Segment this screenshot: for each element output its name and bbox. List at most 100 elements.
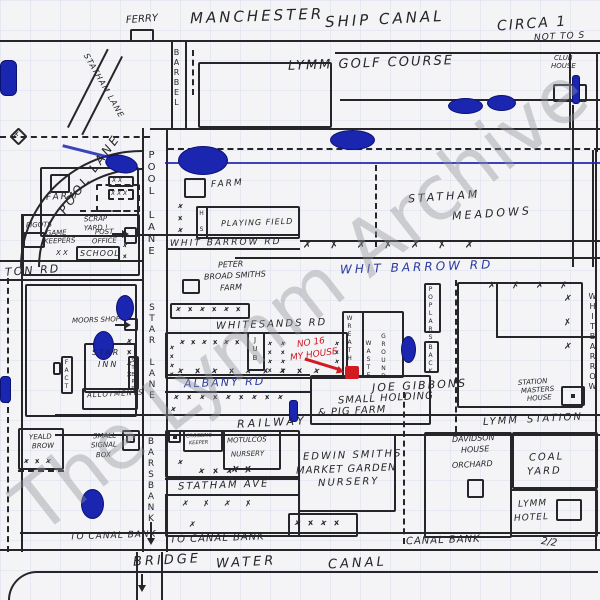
map-label-statham: STATHAM — [407, 187, 481, 206]
stream-line — [165, 162, 600, 164]
building-box — [108, 189, 134, 200]
map-label-school: SCHOOL — [80, 249, 120, 258]
map-label-post: POST — [94, 227, 114, 237]
building-box — [170, 303, 250, 319]
house-x-mark: ✗ — [464, 239, 475, 252]
arrow-line — [112, 233, 123, 235]
map-label-x: x — [14, 129, 19, 138]
arrow-line — [141, 574, 143, 587]
house-x-mark: ✗ — [383, 239, 394, 252]
building-box — [82, 388, 138, 410]
house-x-mark: ✗ — [511, 280, 521, 292]
house-x-mark: x — [177, 213, 184, 223]
map-label-manchester: MANCHESTER — [189, 4, 325, 28]
house-x-mark: x — [122, 241, 128, 250]
house-x-mark: x — [177, 457, 184, 467]
map-label-ground: GROUND — [380, 333, 387, 381]
house-x-mark: x — [307, 517, 314, 528]
map-label-statham-ave: STATHAM AVE — [177, 478, 270, 493]
house-x-mark: x — [280, 366, 286, 375]
map-label-whitbarrow: WHITBARROW — [588, 292, 597, 392]
house-x-mark: x — [34, 456, 41, 466]
map-label-house: HOUSE — [551, 62, 576, 70]
road-line — [55, 414, 600, 416]
map-label-wreath: WREATH — [346, 315, 353, 363]
building-box — [61, 356, 73, 394]
road-line — [596, 52, 598, 152]
house-x-mark: x — [267, 339, 273, 348]
pond — [0, 376, 11, 403]
house-x-mark: x — [280, 357, 286, 366]
building-box — [25, 284, 137, 417]
map-label-circa-1: CIRCA 1 — [496, 13, 568, 35]
map-label-farm: FARM — [219, 282, 243, 293]
map-label-ship-canal: SHIP CANAL — [324, 6, 445, 32]
house-x-mark: ✗ — [563, 293, 573, 305]
house-x-mark: x — [313, 365, 320, 376]
map-label-yard: YARD — [526, 465, 562, 478]
arrow-head-icon — [124, 321, 131, 329]
arrow-head-icon — [122, 230, 129, 238]
map-label-yeald: YEALD — [28, 432, 52, 442]
building-box — [556, 499, 582, 521]
house-x-mark: ✗ — [202, 498, 211, 509]
house-x-mark: x — [170, 404, 177, 414]
house-x-mark: x — [179, 337, 186, 347]
map-label-coal: COAL — [528, 451, 565, 464]
house-x-mark: x — [212, 392, 219, 402]
map-label-scrap: SCRAP — [83, 214, 108, 224]
road-line — [136, 552, 138, 600]
house-x-mark: ✗ — [535, 280, 545, 292]
map-label-station: STATION — [526, 411, 584, 426]
map-label-albany-rd: ALBANY RD — [183, 374, 266, 391]
road-line — [21, 214, 23, 552]
house-x-mark: ✗ — [181, 498, 190, 509]
pond — [487, 95, 516, 111]
house-x-mark: x — [228, 365, 235, 376]
building-box — [457, 282, 583, 408]
map-label-hotel: HOTEL — [513, 512, 550, 524]
map-label-x-x: X X — [112, 177, 123, 184]
building-box — [424, 341, 439, 373]
road-line — [7, 278, 9, 552]
pond — [401, 336, 416, 363]
road-line — [455, 280, 457, 432]
building-box — [53, 362, 61, 375]
building-box — [108, 176, 134, 187]
map-label-star: STAR — [92, 348, 121, 357]
house-x-mark: x — [211, 304, 218, 314]
house-x-mark: X — [244, 464, 252, 475]
house-x-mark: x — [320, 517, 327, 528]
house-x-mark: ✗ — [329, 239, 340, 252]
map-label-box: BOX — [95, 450, 112, 460]
road-line — [18, 470, 64, 472]
house-x-mark: x — [175, 304, 182, 314]
map-label-nursery: NURSERY — [230, 449, 265, 459]
house-x-mark: x — [280, 339, 286, 348]
pond — [116, 295, 134, 321]
map-label-peter: PETER — [217, 259, 244, 270]
house-x-mark: x — [199, 392, 206, 402]
road-line — [161, 552, 163, 600]
building-box — [76, 246, 120, 261]
house-x-mark: ✗ — [487, 280, 497, 292]
house-x-mark: x — [245, 365, 252, 376]
pond — [448, 98, 483, 114]
house-x-mark: ✗ — [356, 239, 367, 252]
house-x-mark: x — [264, 392, 271, 402]
road-line — [496, 282, 498, 337]
house-x-mark: ✗ — [563, 341, 573, 353]
map-label-lymm: LYMM — [517, 498, 548, 510]
house-x-mark: x — [334, 357, 340, 366]
house-x-mark: x — [177, 225, 184, 235]
house-x-mark: x — [201, 337, 208, 347]
building-box — [288, 513, 358, 537]
house-x-mark: x — [199, 304, 206, 314]
map-label-lymm: LYMM — [482, 415, 520, 428]
pond — [330, 130, 375, 150]
road-line — [300, 240, 600, 242]
house-x-mark: x — [294, 517, 301, 528]
house-x-mark: x — [267, 348, 273, 357]
road-line — [166, 248, 300, 250]
map-label-canal: CANAL — [327, 554, 388, 573]
